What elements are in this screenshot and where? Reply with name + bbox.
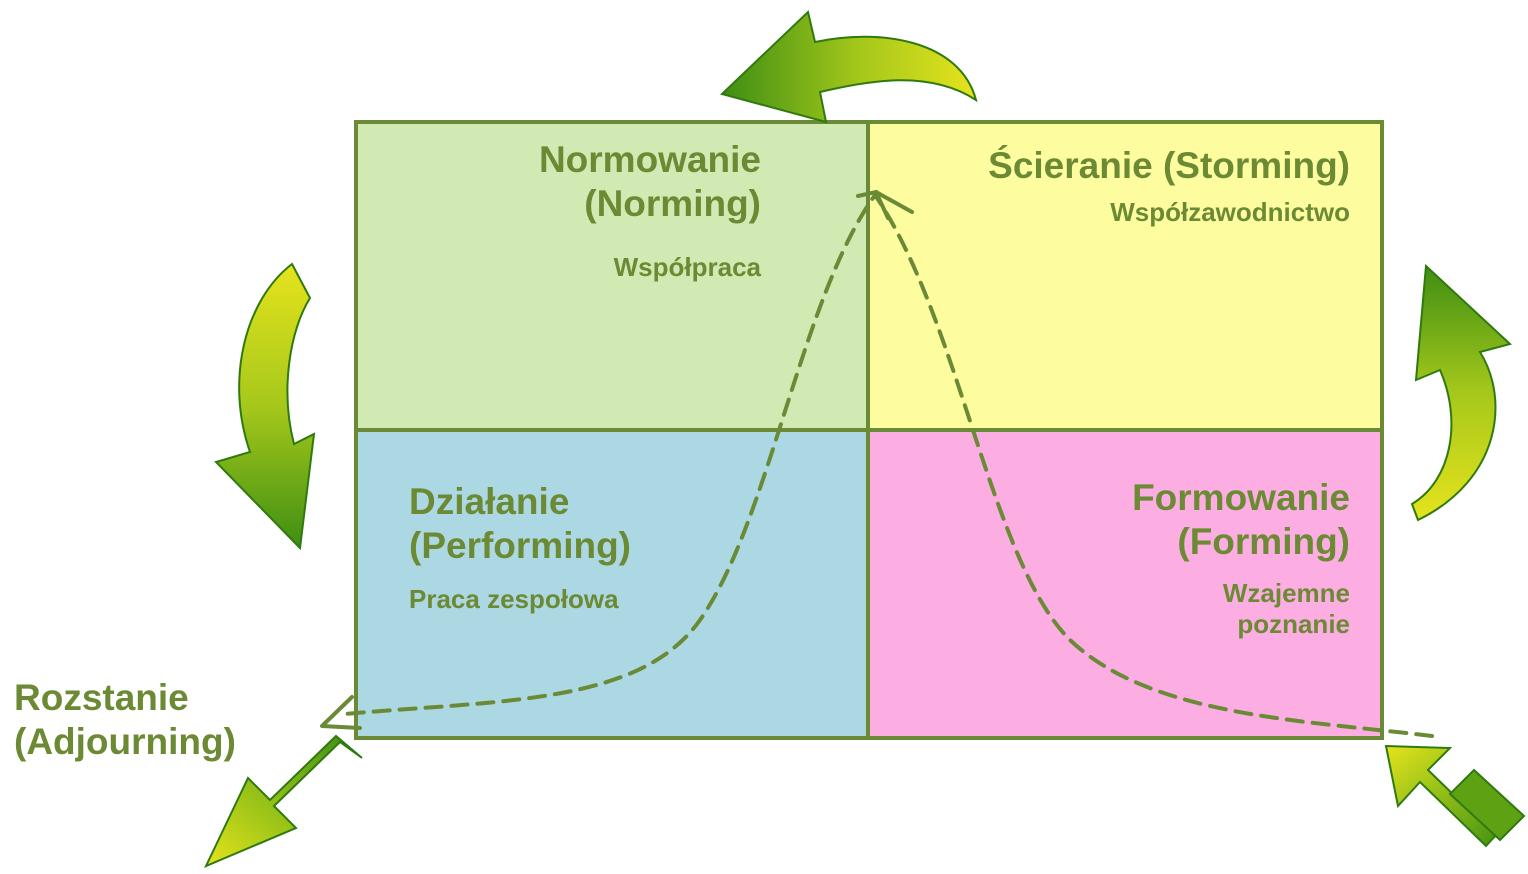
arrow-bottom-left-icon	[203, 734, 363, 868]
curve-end-arrowhead	[320, 695, 362, 730]
forming-subtitle: Wzajemne poznanie	[1222, 578, 1350, 640]
performing-title: Działanie (Performing)	[409, 481, 631, 567]
arrow-left-icon	[214, 262, 316, 551]
quadrant-forming	[868, 430, 1382, 738]
arrow-right-icon	[1410, 263, 1513, 522]
performing-subtitle: Praca zespołowa	[409, 584, 619, 614]
storming-subtitle: Współzawodnictwo	[1110, 197, 1350, 227]
norming-subtitle: Współpraca	[613, 252, 761, 282]
adjourning-title: Rozstanie (Adjourning)	[14, 677, 236, 763]
curve-peak-arrowhead	[856, 189, 914, 220]
forming-title: Formowanie (Forming)	[1132, 477, 1350, 563]
arrow-bottom-right-icon	[1384, 744, 1526, 848]
norming-title: Normowanie (Norming)	[538, 139, 761, 225]
quadrant-performing	[356, 430, 868, 738]
quadrant-norming	[356, 122, 868, 430]
arrow-top-icon	[720, 10, 978, 124]
quadrant-storming	[868, 122, 1382, 430]
storming-title: Ścieranie (Storming)	[988, 145, 1350, 186]
performance-curve	[343, 191, 1434, 738]
